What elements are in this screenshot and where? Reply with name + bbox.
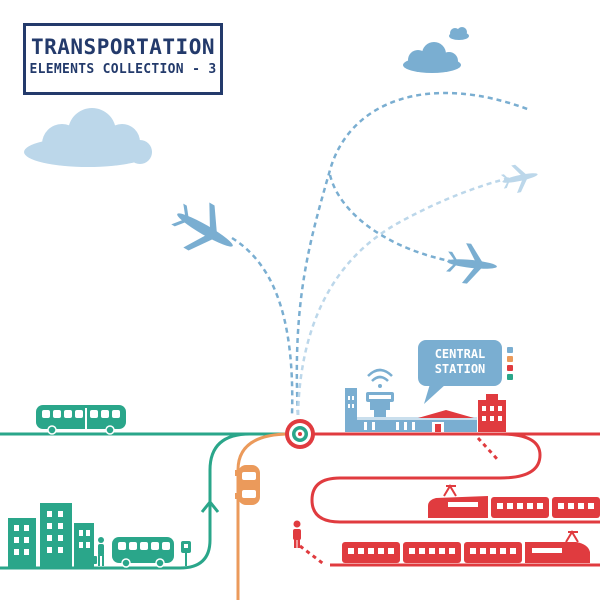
flight-paths <box>231 91 531 416</box>
train-icon <box>342 530 590 563</box>
person-icon <box>293 520 301 548</box>
orange-road <box>236 432 291 600</box>
cloud-icon <box>403 42 461 73</box>
red-road <box>310 432 600 567</box>
title-line-1: TRANSPORTATION <box>30 35 215 59</box>
traveler-icon <box>90 537 104 566</box>
target-icon <box>285 419 315 449</box>
title-line-2: ELEMENTS COLLECTION - 3 <box>29 62 217 77</box>
airplane-icon <box>171 202 233 251</box>
red-dashed-steps <box>299 436 500 567</box>
cloud-icon <box>24 108 152 167</box>
building-icon <box>8 503 94 568</box>
car-icon <box>235 465 260 505</box>
teal-road <box>0 432 290 570</box>
teal-arrow-icon <box>200 499 220 513</box>
central-station-sign: CENTRAL STATION <box>418 340 502 386</box>
title-box: TRANSPORTATION ELEMENTS COLLECTION - 3 <box>23 23 223 95</box>
station-sign-line-2: STATION <box>434 362 486 376</box>
bus-icon <box>36 405 126 435</box>
airplane-icon <box>500 164 538 193</box>
station-sign-line-1: CENTRAL <box>434 347 486 361</box>
cloud-icon <box>449 27 469 40</box>
status-dots <box>507 347 513 380</box>
building-windows <box>14 511 90 555</box>
station-building-icon <box>478 394 506 432</box>
bus-icon <box>112 537 174 568</box>
train-icon <box>428 484 600 518</box>
bubble-tail <box>424 384 446 404</box>
bus-stop-icon <box>181 541 191 566</box>
airplane-icon <box>446 243 497 284</box>
terminal-building <box>357 410 477 432</box>
wifi-icon <box>367 368 393 388</box>
